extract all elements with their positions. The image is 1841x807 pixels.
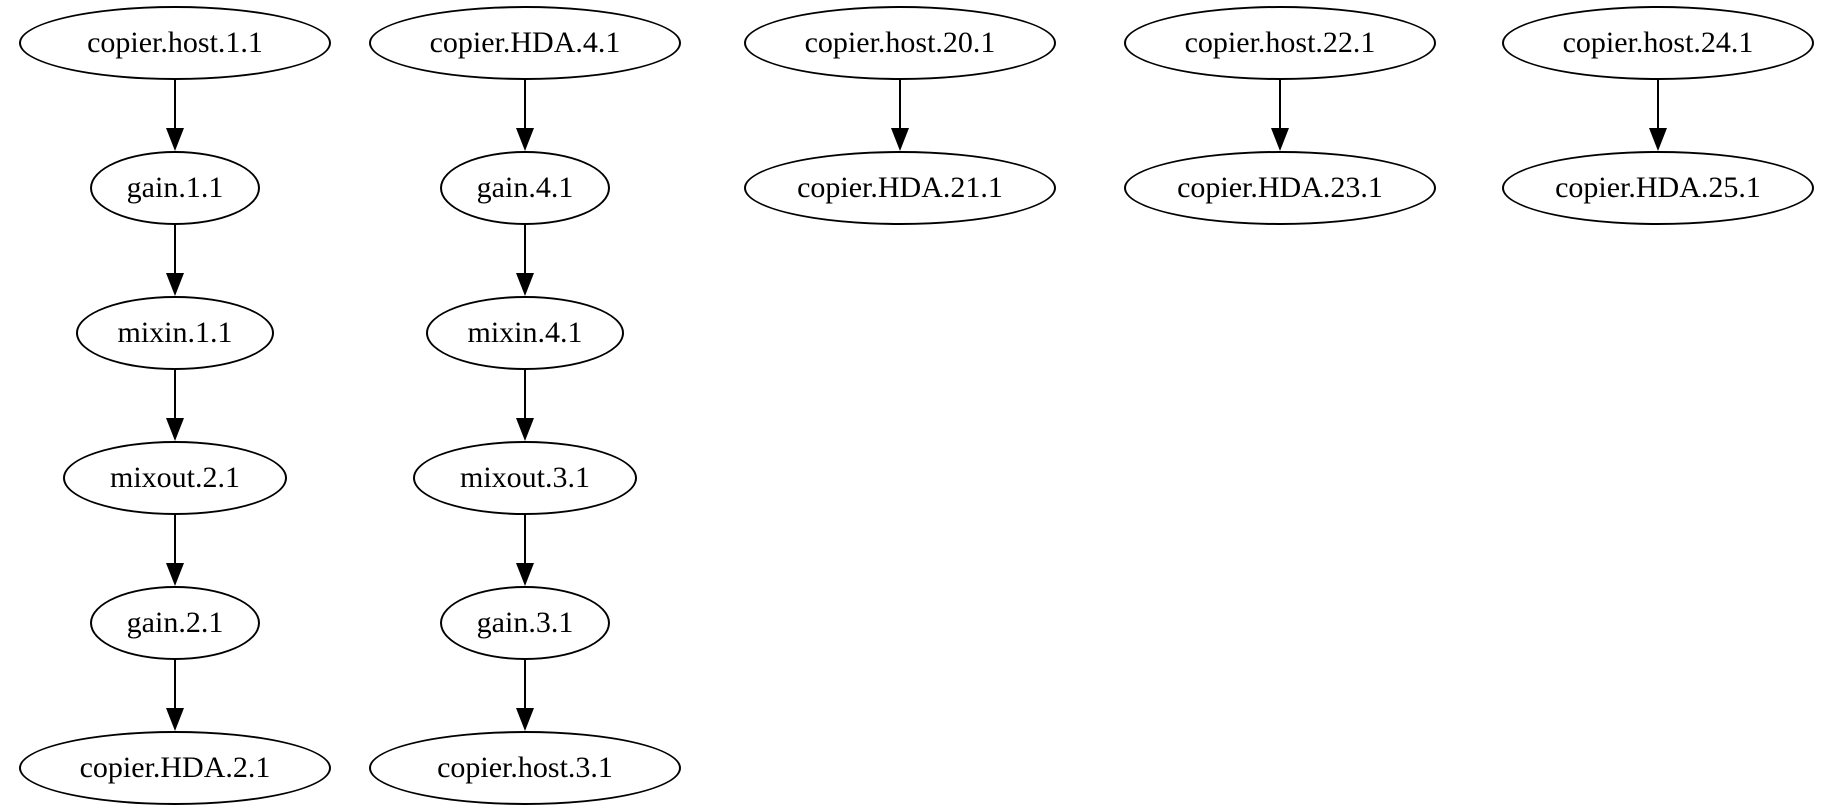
edge-arrow	[166, 80, 184, 151]
arrowhead-icon	[166, 708, 184, 731]
node-copier-host-3-1: copier.host.3.1	[369, 731, 681, 805]
node-gain-2-1: gain.2.1	[90, 586, 260, 660]
pipeline-column-2: copier.HDA.4.1 gain.4.1 mixin.4.1 mixout…	[369, 6, 681, 805]
arrow-shaft	[524, 370, 526, 418]
pipeline-column-1: copier.host.1.1 gain.1.1 mixin.1.1 mixou…	[19, 6, 331, 805]
pipeline-column-3: copier.host.20.1 copier.HDA.21.1	[744, 6, 1056, 225]
arrowhead-icon	[166, 563, 184, 586]
arrowhead-icon	[166, 273, 184, 296]
edge-arrow	[166, 225, 184, 296]
pipeline-column-5: copier.host.24.1 copier.HDA.25.1	[1502, 6, 1814, 225]
edge-arrow	[166, 515, 184, 586]
node-copier-hda-2-1: copier.HDA.2.1	[19, 731, 331, 805]
arrowhead-icon	[516, 418, 534, 441]
arrowhead-icon	[516, 563, 534, 586]
node-copier-host-22-1: copier.host.22.1	[1124, 6, 1436, 80]
arrowhead-icon	[516, 708, 534, 731]
arrow-shaft	[1657, 80, 1659, 128]
node-copier-hda-4-1: copier.HDA.4.1	[369, 6, 681, 80]
node-gain-4-1: gain.4.1	[440, 151, 610, 225]
node-mixin-1-1: mixin.1.1	[76, 296, 274, 370]
edge-arrow	[1649, 80, 1667, 151]
arrow-shaft	[524, 515, 526, 563]
arrow-shaft	[174, 225, 176, 273]
edge-arrow	[516, 80, 534, 151]
arrow-shaft	[174, 515, 176, 563]
arrow-shaft	[524, 660, 526, 708]
node-mixout-2-1: mixout.2.1	[63, 441, 287, 515]
arrowhead-icon	[516, 273, 534, 296]
edge-arrow	[166, 660, 184, 731]
node-gain-1-1: gain.1.1	[90, 151, 260, 225]
node-copier-host-20-1: copier.host.20.1	[744, 6, 1056, 80]
edge-arrow	[1271, 80, 1289, 151]
edge-arrow	[166, 370, 184, 441]
edge-arrow	[891, 80, 909, 151]
node-mixout-3-1: mixout.3.1	[413, 441, 637, 515]
node-copier-hda-21-1: copier.HDA.21.1	[744, 151, 1056, 225]
node-mixin-4-1: mixin.4.1	[426, 296, 624, 370]
pipeline-column-4: copier.host.22.1 copier.HDA.23.1	[1124, 6, 1436, 225]
node-gain-3-1: gain.3.1	[440, 586, 610, 660]
edge-arrow	[516, 515, 534, 586]
edge-arrow	[516, 660, 534, 731]
node-copier-host-24-1: copier.host.24.1	[1502, 6, 1814, 80]
node-copier-hda-25-1: copier.HDA.25.1	[1502, 151, 1814, 225]
arrowhead-icon	[516, 128, 534, 151]
edge-arrow	[516, 370, 534, 441]
arrow-shaft	[1279, 80, 1281, 128]
arrowhead-icon	[166, 418, 184, 441]
arrowhead-icon	[1649, 128, 1667, 151]
arrowhead-icon	[1271, 128, 1289, 151]
arrow-shaft	[524, 225, 526, 273]
arrow-shaft	[899, 80, 901, 128]
arrow-shaft	[174, 80, 176, 128]
edge-arrow	[516, 225, 534, 296]
arrowhead-icon	[166, 128, 184, 151]
arrow-shaft	[174, 370, 176, 418]
arrowhead-icon	[891, 128, 909, 151]
node-copier-host-1-1: copier.host.1.1	[19, 6, 331, 80]
node-copier-hda-23-1: copier.HDA.23.1	[1124, 151, 1436, 225]
arrow-shaft	[174, 660, 176, 708]
arrow-shaft	[524, 80, 526, 128]
